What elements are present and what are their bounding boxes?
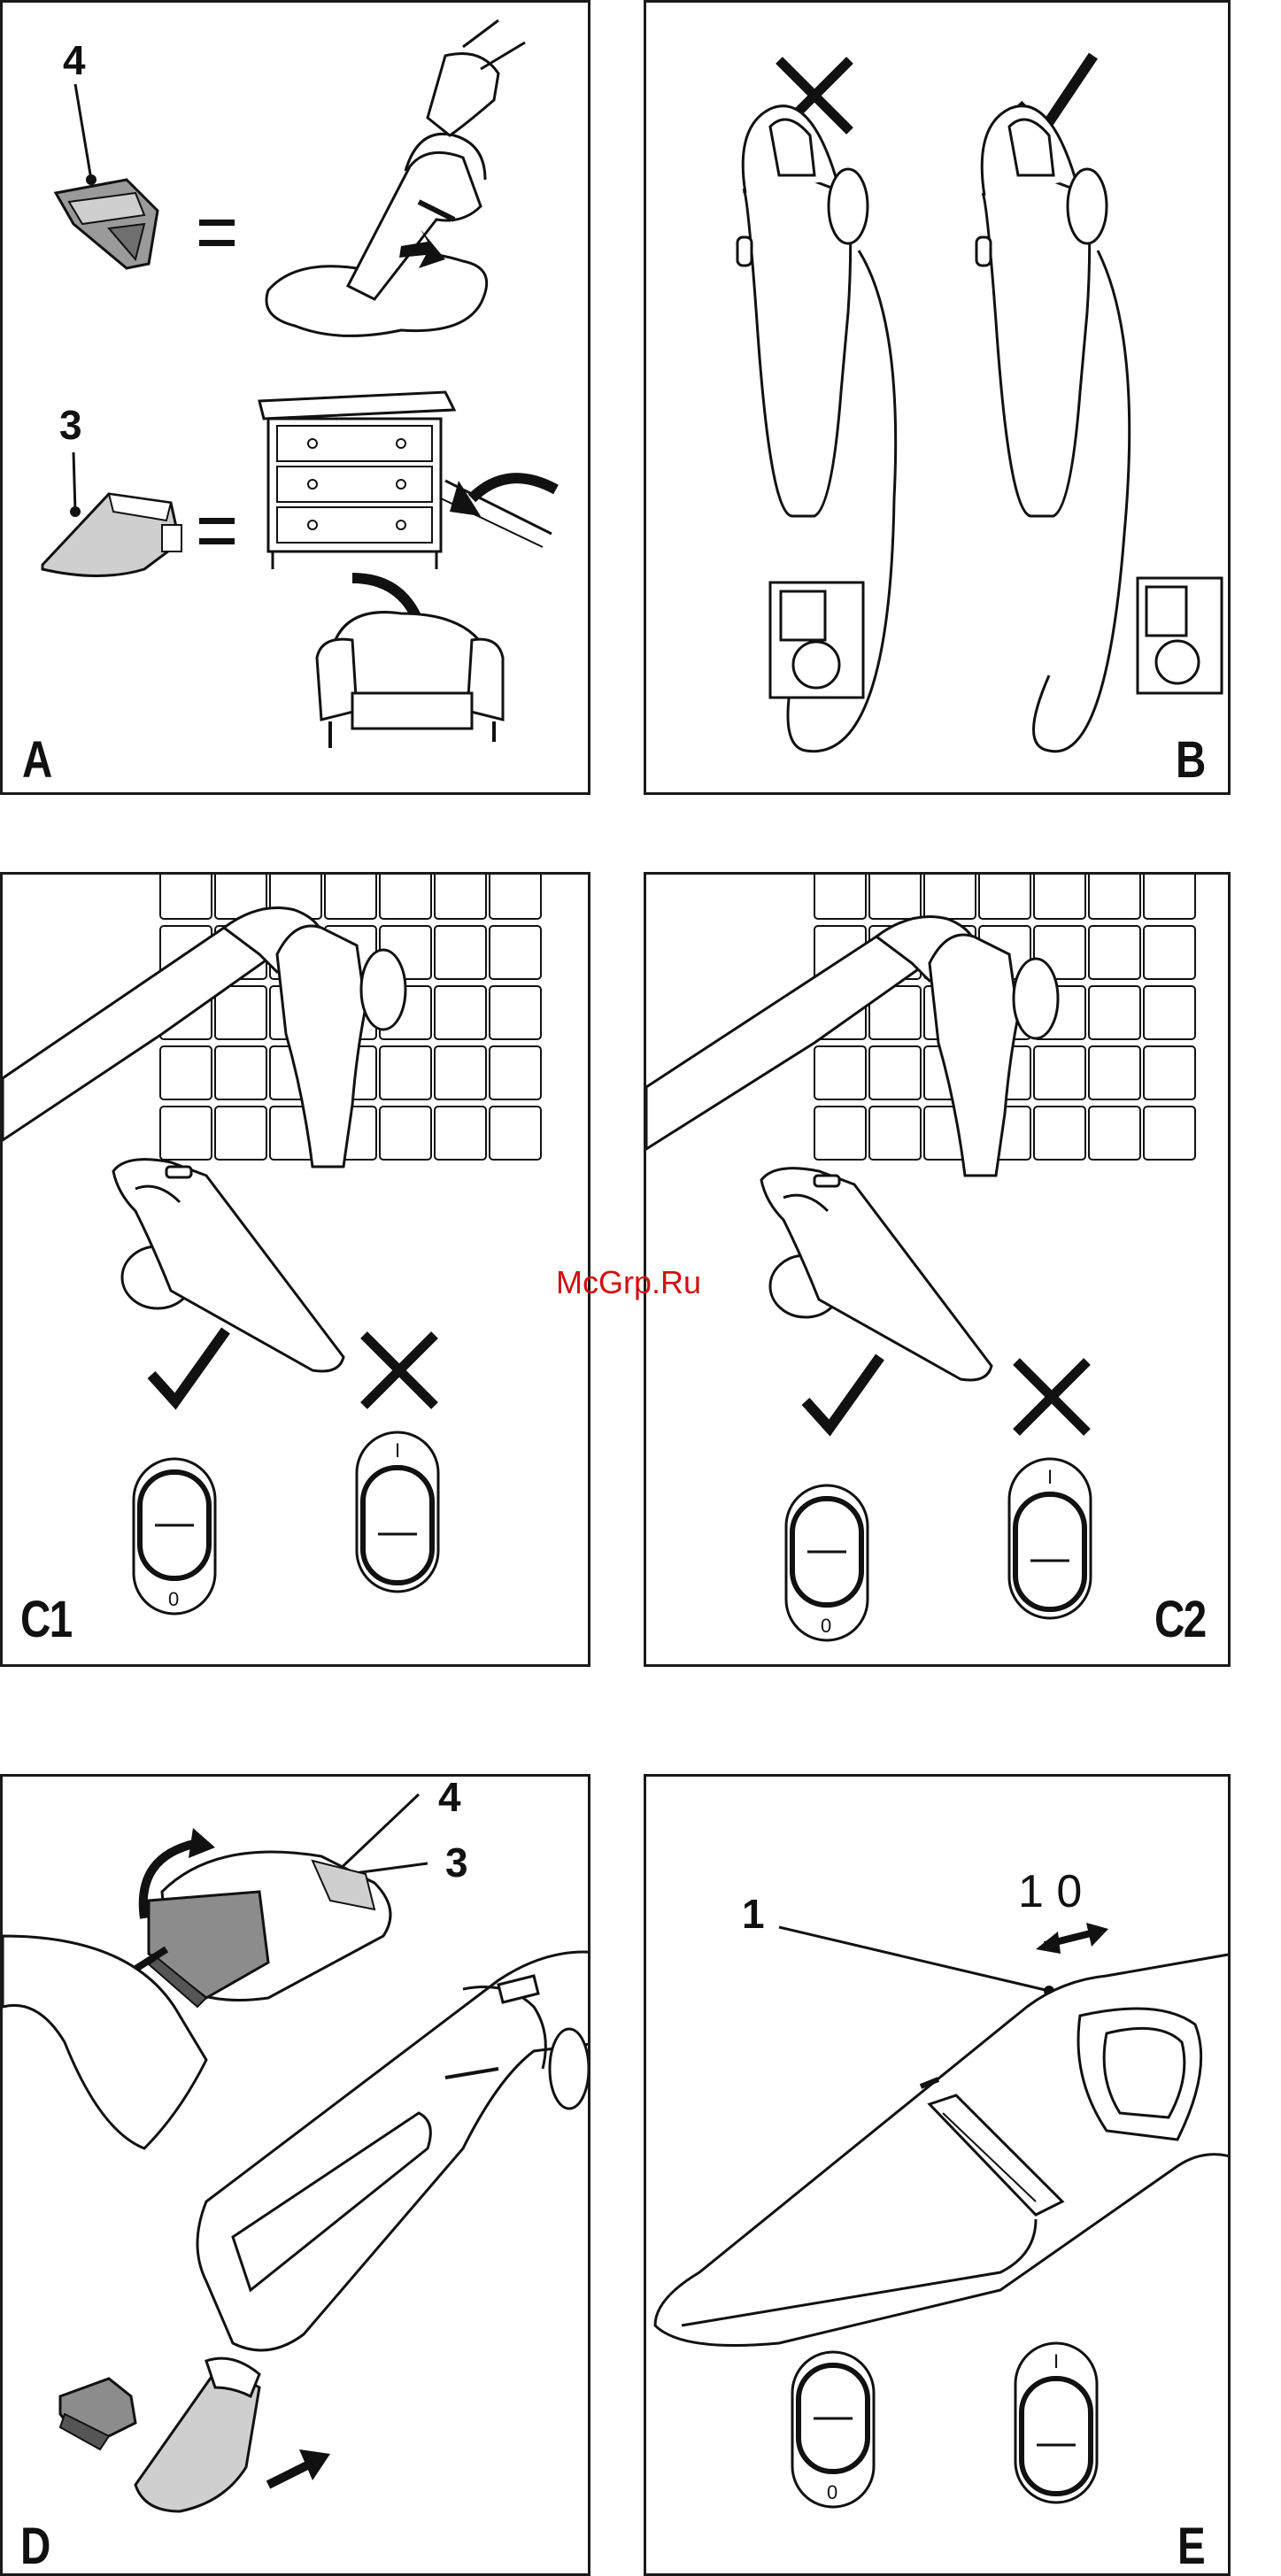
switch-right-number: I [1053,2350,1059,2373]
switch-left-number: 0 [821,1615,831,1638]
callout-4: 4 [438,1774,461,1821]
panel-label-a: A [22,730,51,790]
panel-b: B [644,0,1231,795]
panel-b-illustration [646,3,1231,795]
callout-3: 3 [59,401,82,449]
panel-label-c1: C1 [20,1590,72,1649]
panel-e-illustration [646,1777,1231,2576]
panel-a: 4 3 A [0,0,590,795]
panel-label-b: B [1176,730,1205,790]
double-arrow-icon [1036,1923,1108,1954]
panel-c1: 0 I C1 [0,872,590,1667]
panel-label-e: E [1177,2517,1204,2576]
check-icon [806,1357,880,1428]
panel-c1-illustration [3,875,590,1667]
switch-right-number: I [395,1439,400,1462]
switch-left-number: 0 [827,2481,837,2504]
cross-icon [1016,1361,1087,1432]
check-icon [151,1330,226,1401]
panel-a-illustration [3,3,590,795]
switch-right-number: I [1047,1466,1053,1489]
callout-1: 1 [742,1890,765,1938]
switch-position-legend: 1 0 [1018,1865,1082,1918]
cross-icon [364,1335,435,1406]
panel-c2: 0 I C2 [644,872,1231,1667]
panel-d: 4 3 D [0,1774,590,2576]
callout-4: 4 [63,36,86,84]
switch-left-number: 0 [168,1588,179,1611]
panel-label-c2: C2 [1154,1590,1206,1649]
panel-c2-illustration [646,875,1231,1667]
watermark: McGrp.Ru [556,1264,701,1301]
panel-label-d: D [20,2517,50,2576]
panel-e: 1 1 0 0 I E [644,1774,1231,2576]
callout-3: 3 [445,1839,468,1886]
panel-d-illustration [3,1777,590,2576]
